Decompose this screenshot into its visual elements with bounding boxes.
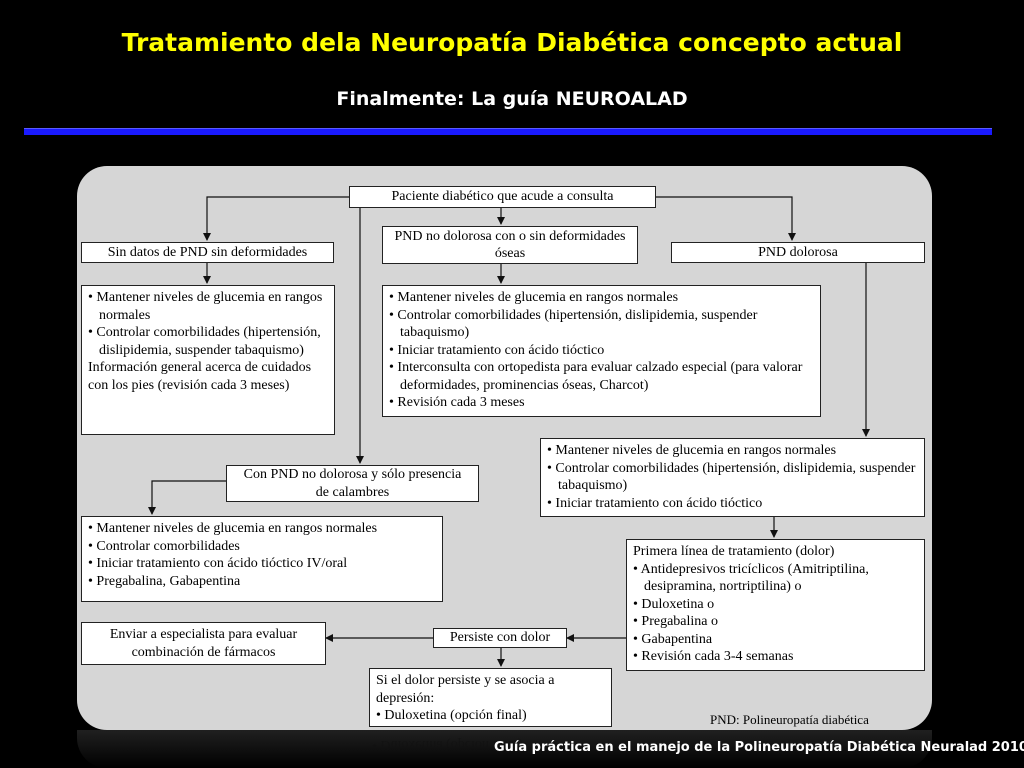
branch-pnd-painless-box: PND no dolorosa con o sin deformidades ó… (382, 226, 638, 264)
list-item: • Controlar comorbilidades (hipertensión… (88, 325, 321, 358)
start-box: Paciente diabético que acude a consulta (349, 186, 656, 208)
cramps-box: Con PND no dolorosa y sólo presencia de … (226, 465, 479, 502)
left-actions-box: • Mantener niveles de glucemia en rangos… (81, 285, 335, 435)
list-item: Información general acerca de cuidados c… (88, 360, 312, 393)
list-item: • Iniciar tratamiento con ácido tióctico… (88, 556, 348, 571)
abbreviation-note: PND: Polineuropatía diabética (710, 712, 869, 727)
list-item: • Mantener niveles de glucemia en rangos… (88, 521, 378, 536)
list-item: • Gabapentina (633, 631, 713, 647)
list-item: • Antidepresivos tricíclicos (Amitriptil… (633, 561, 869, 595)
persists-pain-box: Persiste con dolor (433, 628, 567, 648)
list-item: • Controlar comorbilidades (hipertensión… (547, 460, 916, 494)
list-item: • Iniciar tratamiento con ácido tióctico (547, 495, 763, 511)
list-item: Primera línea de tratamiento (dolor) (633, 544, 835, 559)
list-item: • Mantener niveles de glucemia en rangos… (389, 290, 679, 305)
list-item: • Interconsulta con ortopedista para eva… (389, 360, 803, 393)
panel-reflection (77, 730, 932, 768)
page-title: Tratamiento dela Neuropatía Diabética co… (121, 28, 903, 57)
specialist-referral-box: Enviar a especialista para evaluar combi… (81, 622, 326, 665)
list-item: • Iniciar tratamiento con ácido tióctico (389, 342, 605, 358)
list-item: • Duloxetina (opción final) (376, 708, 527, 723)
list-item: • Pregabalina o (633, 614, 718, 629)
right-actions-box: • Mantener niveles de glucemia en rangos… (540, 438, 925, 517)
branch-no-pnd-box: Sin datos de PND sin deformidades (81, 242, 334, 263)
page-subtitle: Finalmente: La guía NEUROALAD (336, 88, 688, 110)
title-divider (24, 128, 992, 135)
list-item: • Pregabalina, Gabapentina (88, 573, 241, 589)
branch-pnd-painful-box: PND dolorosa (671, 242, 925, 263)
mid-actions-box: • Mantener niveles de glucemia en rangos… (382, 285, 821, 417)
depression-box: Si el dolor persiste y se asocia a depre… (369, 668, 612, 727)
list-item: • Mantener niveles de glucemia en rangos… (547, 443, 837, 458)
first-line-treatment-box: Primera línea de tratamiento (dolor) • A… (626, 539, 925, 671)
list-item: • Controlar comorbilidades (88, 538, 240, 554)
list-item: • Mantener niveles de glucemia en rangos… (88, 290, 323, 323)
list-item: • Revisión cada 3 meses (389, 395, 525, 410)
list-item: • Revisión cada 3-4 semanas (633, 649, 794, 664)
cramps-actions-box: • Mantener niveles de glucemia en rangos… (81, 516, 443, 602)
list-item: • Controlar comorbilidades (hipertensión… (389, 307, 758, 341)
source-citation: Guía práctica en el manejo de la Polineu… (494, 740, 1024, 755)
list-item: • Duloxetina o (633, 596, 715, 612)
list-item: Si el dolor persiste y se asocia a depre… (376, 673, 555, 706)
